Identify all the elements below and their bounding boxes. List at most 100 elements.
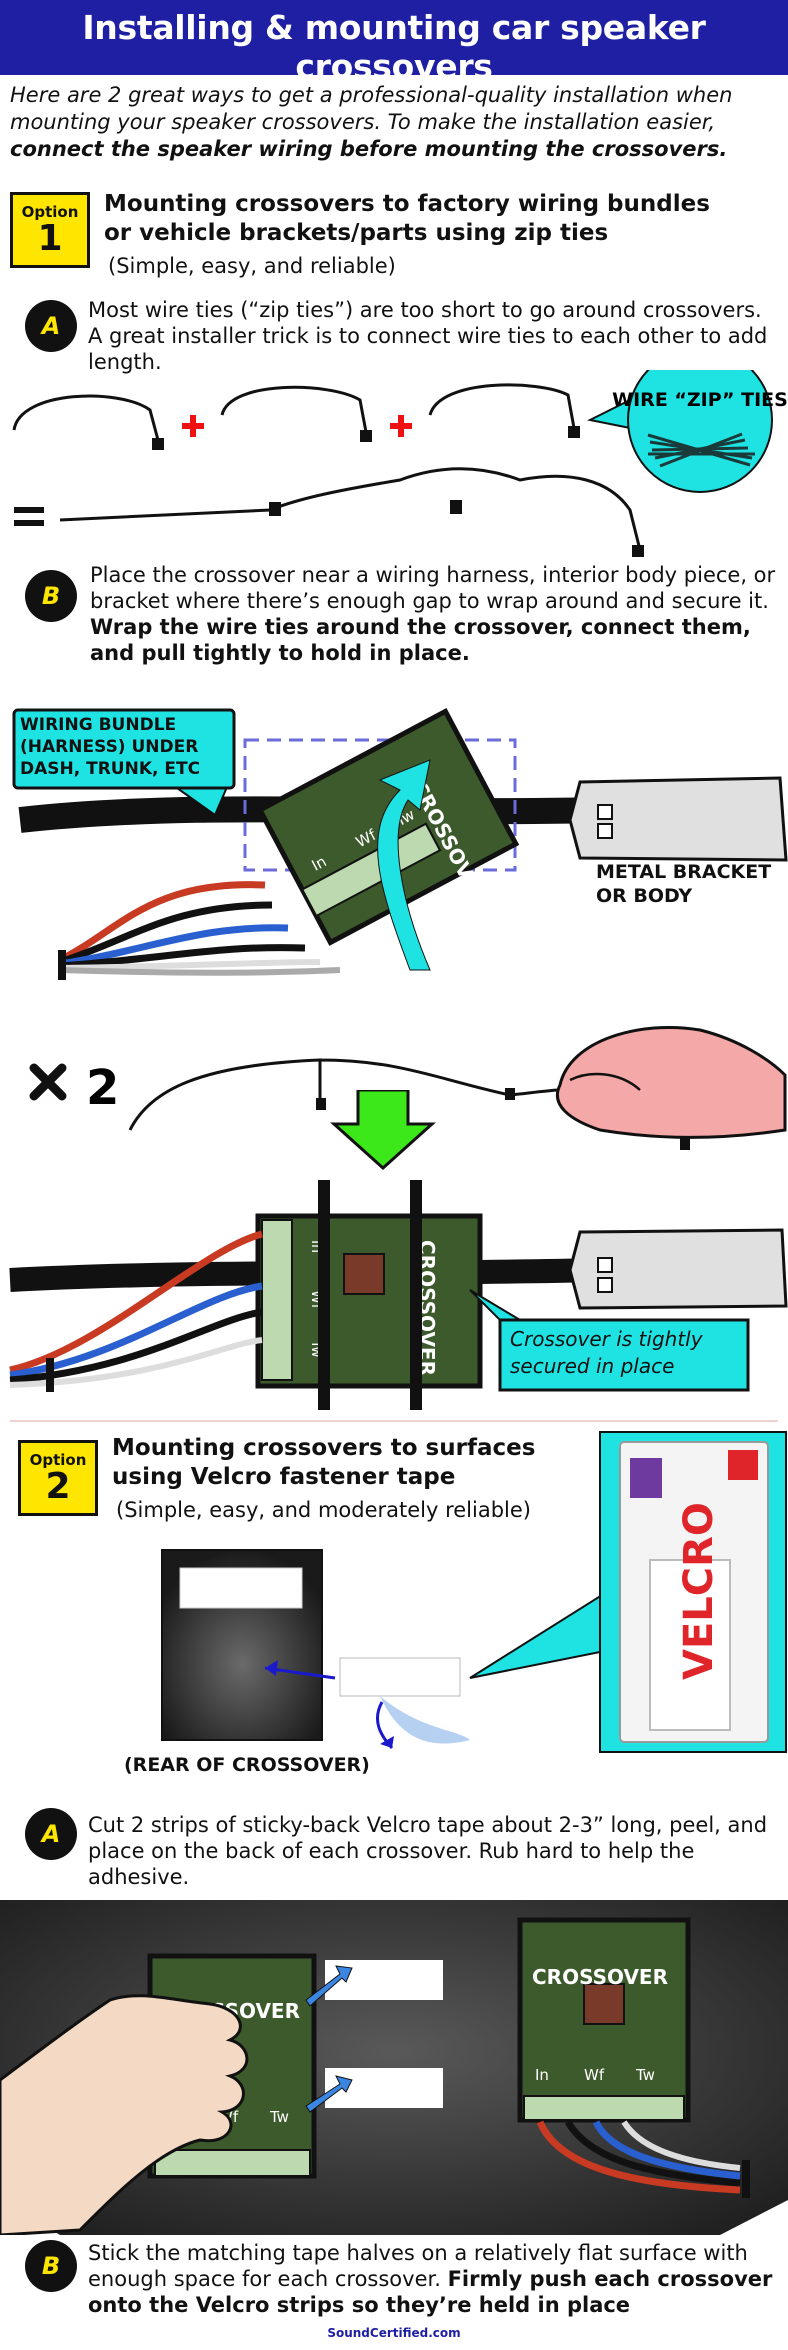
rear-label: (REAR OF CROSSOVER) [124, 1754, 370, 1776]
wire3-blue [592, 2120, 741, 2180]
wire-black-2 [59, 944, 306, 970]
crossover2-terminals [261, 1219, 293, 1381]
wire2-red [9, 1230, 263, 1374]
bracket-hole-2 [597, 823, 613, 839]
bracket2-hole-2 [597, 1277, 613, 1293]
crossover2-coil [343, 1253, 385, 1295]
surface-velcro-1 [325, 1960, 443, 2000]
header-banner: Installing & mounting car speaker crosso… [0, 0, 788, 104]
harness-callout [12, 708, 236, 790]
long-tie-head-2 [505, 1088, 515, 1100]
wire2-black [9, 1308, 263, 1384]
chain-head-1 [269, 502, 281, 516]
zip-label: WIRE “ZIP” TIES [612, 389, 788, 411]
surface-mount-scene: CROSSOVER Wf Tw CROSSOVER In Wf Tw [0, 1900, 788, 2235]
step-2b-text: Stick the matching tape halves on a rela… [88, 2240, 778, 2318]
blue-arrow-head [265, 1660, 278, 1676]
intro-text: Here are 2 great ways to get a professio… [10, 83, 733, 134]
velcro-package-logo [728, 1450, 758, 1480]
crossover-right-tw: Tw [635, 2066, 655, 2084]
crossover-right-coil [583, 1983, 625, 2025]
step-2a-badge: A [25, 1808, 77, 1860]
wire3-clamp [742, 2160, 750, 2198]
intro-bold: connect the speaker wiring before mounti… [10, 137, 728, 161]
option-2-title: Mounting crossovers to surfaces using Ve… [112, 1435, 536, 1490]
velcro-callout-pointer [469, 1588, 611, 1679]
hand-finger [569, 1072, 641, 1091]
wiring-bundle-scene: CROSSOVER In Wf Tw WIRING BUNDLE (HARNES… [12, 708, 788, 980]
chain-head-2 [450, 500, 462, 514]
green-arrow-icon [330, 1090, 436, 1170]
wire2-clamp [46, 1358, 54, 1392]
backing-paper [380, 1696, 470, 1744]
wire-tie-clamp [58, 950, 66, 980]
hand-icon [556, 1026, 787, 1139]
secured-crossover-scene: CROSSOVER In Wf Tw Crossover is tightly … [9, 1180, 788, 1410]
option-label: Option [21, 203, 79, 221]
wire3-black [564, 2120, 741, 2187]
option-1-note: (Simple, easy, and reliable) [108, 254, 396, 278]
long-tie-head-1 [316, 1098, 326, 1110]
wire2-white [9, 1337, 263, 1388]
velcro-strip-peeled [339, 1657, 461, 1697]
step-b-text: Place the crossover near a wiring harnes… [90, 562, 780, 666]
crossover-left-tw: Tw [269, 2108, 289, 2126]
provided-by-text: Provided by [290, 90, 361, 104]
option-2-badge: Option 2 [18, 1440, 98, 1516]
intro-paragraph: Here are 2 great ways to get a professio… [10, 82, 780, 163]
step-a-badge: A [25, 300, 77, 352]
wire-red [58, 881, 266, 964]
crossover-right-wf: Wf [584, 2066, 605, 2084]
blue-arrow-left-1 [305, 1965, 353, 2007]
step-b-text-plain: Place the crossover near a wiring harnes… [90, 563, 776, 613]
zip-ties-illustration: WIRE “ZIP” TIES [12, 370, 788, 557]
green-down-arrow [330, 1090, 436, 1170]
section-divider [10, 1420, 778, 1422]
step-2b-badge: B [25, 2240, 77, 2292]
crossover-board-2 [255, 1213, 483, 1389]
provided-by: Provided by SoundCertified.com [0, 90, 788, 104]
wire-blue [59, 924, 289, 968]
crossover-terminals [300, 822, 442, 918]
long-tie-head-3 [680, 1138, 690, 1150]
step-2b-text-bold: Firmly push each crossover onto the Velc… [88, 2267, 773, 2317]
velcro-package-swatch [630, 1458, 662, 1498]
multiply-icon [29, 1063, 67, 1101]
zip-tie-1 [12, 394, 160, 441]
zip-tie-strap-2 [410, 1180, 422, 1410]
zip-tie-1-head [152, 438, 164, 450]
step-2a-text: Cut 2 strips of sticky-back Velcro tape … [88, 1813, 768, 1889]
wire-black-1 [58, 901, 273, 966]
bracket2-hole-1 [597, 1257, 613, 1273]
velcro-brand-text: VELCRO [676, 1502, 722, 1680]
hand-pressing-icon [0, 1994, 249, 2235]
option-number: 1 [37, 218, 63, 259]
blue-arrow-left-2 [305, 2075, 353, 2113]
velcro-scene: VELCRO [161, 1431, 787, 1753]
crossover-right-in: In [535, 2066, 549, 2084]
metal-bracket-2 [568, 1228, 788, 1310]
zip-tie-3-head [568, 426, 580, 438]
wire-white [59, 959, 321, 971]
option-2-label: Option [29, 1451, 87, 1469]
chain-head-3 [632, 545, 644, 557]
option-1-title: Mounting crossovers to factory wiring bu… [104, 191, 710, 246]
bracket-label: METAL BRACKET OR BODY [596, 861, 772, 907]
secured-callout [498, 1318, 750, 1392]
zip-tie-2-head [360, 430, 372, 442]
wrap-arrow [377, 759, 431, 971]
harness-label: WIRING BUNDLE (HARNESS) UNDER DASH, TRUN… [20, 715, 201, 779]
wire3-white [621, 2120, 741, 2171]
crossover-right-name: CROSSOVER [532, 1965, 668, 1989]
plus-icon-2 [390, 415, 412, 437]
wire-gray [59, 967, 341, 976]
zip-tie-chain [59, 467, 642, 551]
wire3-red [536, 2120, 741, 2194]
crossover-right-terminals [523, 2095, 685, 2121]
metal-bracket [568, 776, 788, 862]
velcro-tape-strip [649, 1559, 731, 1731]
step-a-text: Most wire ties (“zip ties”) are too shor… [88, 298, 768, 374]
zip-tie-bundle-icon [647, 432, 755, 468]
option-1-badge: Option 1 [10, 192, 90, 268]
bracket-hole-1 [597, 804, 613, 820]
